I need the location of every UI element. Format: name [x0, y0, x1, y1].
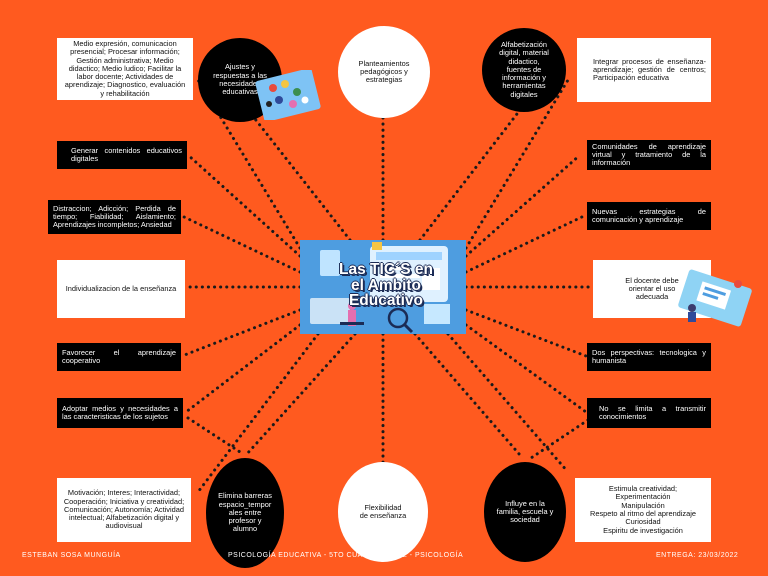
circle-planteamientos: Planteamientos pedagógicos y estrategias: [338, 26, 430, 118]
left-box-favorecer: Favorecer el aprendizaje cooperativo: [57, 343, 181, 371]
box-text: Comunidades de aprendizaje virtual y tra…: [592, 141, 706, 168]
connector-line: [418, 108, 522, 242]
left-box-individualizacion: Individualizacion de la enseñanza: [57, 260, 185, 318]
connector-line: [464, 153, 582, 258]
box-text: Integrar procesos de enseñanza-aprendiza…: [593, 56, 706, 83]
left-box-distraccion: Distraccion; Adicción; Perdida de tiempo…: [48, 200, 181, 234]
box-text: Favorecer el aprendizaje cooperativo: [62, 347, 176, 365]
box-text: Individualizacion de la enseñanza: [65, 283, 177, 293]
connector-line: [184, 323, 302, 414]
connector-line: [526, 418, 590, 462]
connector-line: [464, 78, 570, 250]
box-text: Dos perspectivas: tecnologica y humanist…: [592, 347, 706, 365]
box-text: No se limita a transmitir conocimientos: [599, 403, 706, 421]
computer-illustration: [678, 269, 752, 327]
box-text: Motivación; Interes; Interactividad; Coo…: [63, 488, 185, 531]
connector-line: [196, 332, 320, 494]
right-box-perspectivas: Dos perspectivas: tecnologica y humanist…: [587, 343, 711, 371]
left-box-motivacion: Motivación; Interes; Interactividad; Coo…: [57, 478, 191, 542]
right-box-no-se-limita: No se limita a transmitir conocimientos: [587, 398, 711, 428]
education-illustration: [310, 242, 450, 334]
box-text: Adoptar medios y necesidades a las carac…: [62, 403, 178, 421]
right-box-comunidades: Comunidades de aprendizaje virtual y tra…: [587, 140, 711, 170]
students-illustration: [255, 70, 321, 120]
connector-line: [244, 332, 357, 457]
connector-line: [180, 214, 302, 274]
circle-text: Influye en la familia, escuela y socieda…: [496, 498, 554, 525]
central-topic: Las TIC´S en el Ambito Educativo: [300, 240, 466, 334]
connector-line: [464, 308, 588, 358]
circle-elimina-barreras: Elimina barreras espacio_tempor ales ent…: [206, 458, 284, 568]
circle-text: Elimina barreras espacio_tempor ales ent…: [218, 491, 272, 534]
footer-course: PSICOLOGÍA EDUCATIVA - 5TO CUATRIMESTRE …: [228, 552, 464, 559]
circle-text: Flexibilidad de enseñanza: [359, 502, 407, 520]
connector-line: [246, 108, 352, 242]
connector-line: [464, 323, 588, 414]
left-box-adoptar-medios: Adoptar medios y necesidades a las carac…: [57, 398, 183, 428]
box-text: Estimula creatividad; Experimentación Ma…: [590, 484, 696, 535]
right-box-estimula: Estimula creatividad; Experimentación Ma…: [575, 478, 711, 542]
connector-line: [464, 214, 586, 274]
right-box-nuevas-estrategias: Nuevas estrategias de comunicación y apr…: [587, 202, 711, 230]
box-text: El docente debe orientar el uso adecuada: [625, 275, 679, 302]
connector-line: [186, 416, 242, 454]
left-box-medio-expresion: Medio expresión, comunicacion presencial…: [57, 38, 193, 100]
circle-text: Planteamientos pedagógicos y estrategias: [358, 58, 410, 85]
box-text: Distraccion; Adicción; Perdida de tiempo…: [53, 203, 176, 230]
left-box-generar-contenidos: Generar contenidos educativos digitales: [57, 141, 187, 169]
circle-text: Alfabetización digital, material didacti…: [499, 40, 549, 99]
footer-delivery: ENTREGA: 23/03/2022: [656, 552, 739, 559]
connector-line: [180, 308, 302, 358]
circle-alfabetizacion: Alfabetización digital, material didacti…: [482, 28, 566, 112]
central-title: Las TIC´S en el Ambito Educativo: [339, 261, 433, 309]
circle-flexibilidad: Flexibilidad de enseñanza: [338, 462, 428, 562]
circle-influye: Influye en la familia, escuela y socieda…: [484, 462, 566, 562]
circle-text: Ajustes y respuestas a las necesidades e…: [213, 62, 267, 97]
box-text: Nuevas estrategias de comunicación y apr…: [592, 206, 706, 224]
connector-line: [446, 332, 570, 474]
box-text: Medio expresión, comunicacion presencial…: [64, 39, 186, 98]
right-box-integrar-procesos: Integrar procesos de enseñanza-aprendiza…: [577, 38, 711, 102]
connector-line: [413, 332, 522, 457]
footer-author: ESTEBAN SOSA MUNGUÍA: [22, 552, 121, 559]
connector-line: [186, 153, 302, 258]
box-text: Generar contenidos educativos digitales: [71, 145, 182, 163]
